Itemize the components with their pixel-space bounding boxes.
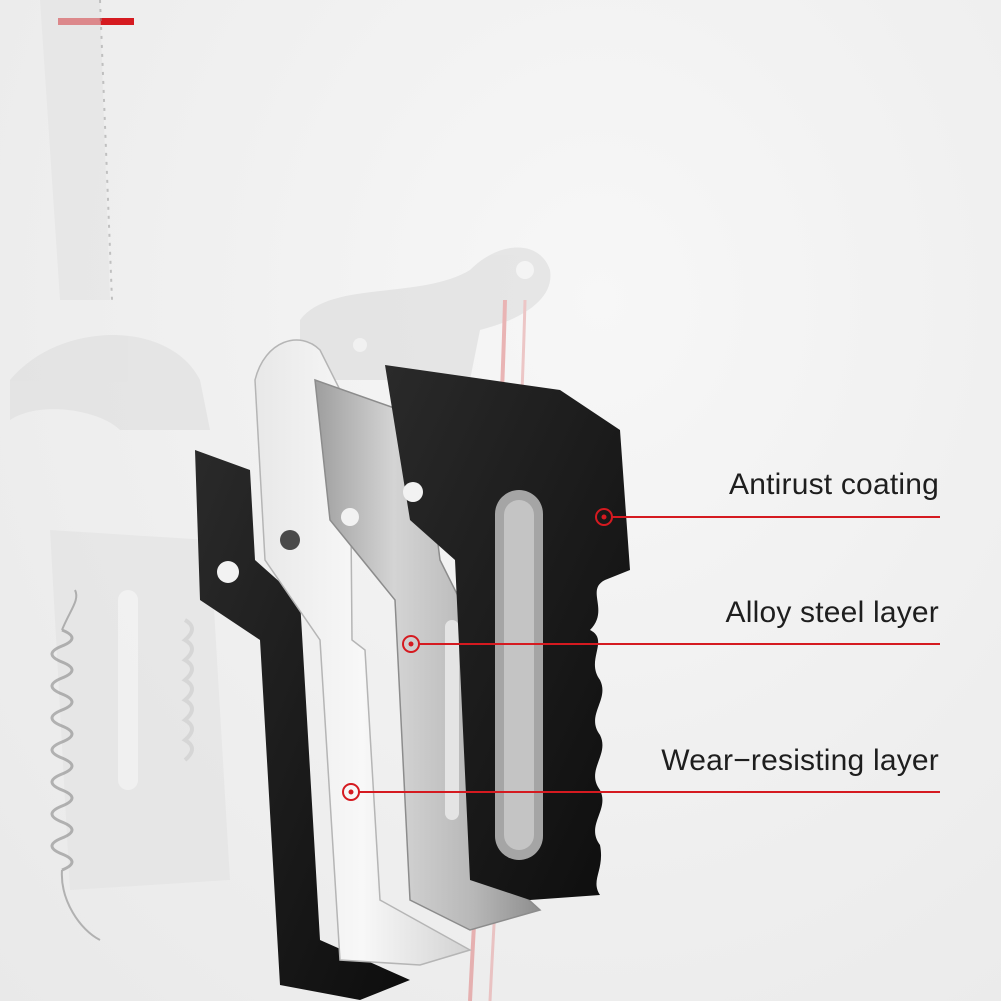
- callout-label-antirust-coating: Antirust coating: [729, 468, 939, 501]
- spring: [50, 589, 101, 941]
- antirust-coating-layer: [385, 365, 630, 900]
- light-plate: [254, 339, 472, 966]
- callout-label-alloy-steel-layer: Alloy steel layer: [725, 596, 939, 629]
- callout-label-wear-resisting-layer: Wear−resisting layer: [661, 744, 939, 777]
- callout-marker-2: [402, 635, 940, 653]
- wear-resisting-layer: [195, 450, 410, 1000]
- callout-marker-1: [595, 508, 940, 526]
- callout-marker-3: [342, 783, 940, 801]
